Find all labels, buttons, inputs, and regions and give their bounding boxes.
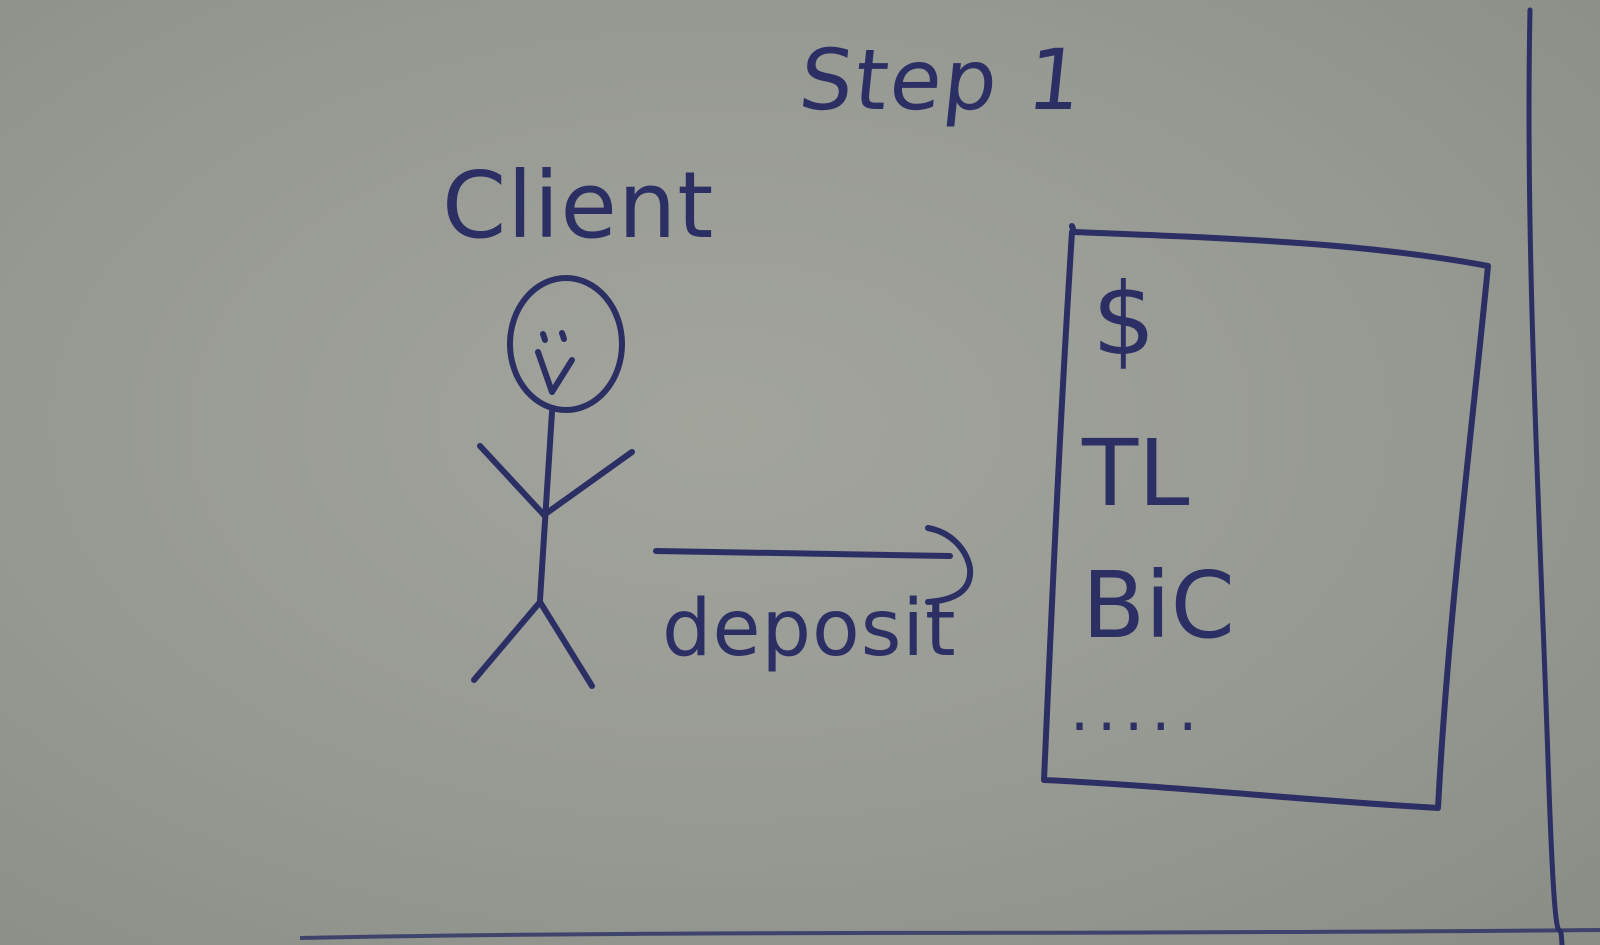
arrow-head <box>925 525 974 605</box>
account-box-outline <box>1041 223 1491 811</box>
figure-body <box>537 409 555 603</box>
margin-line <box>1526 7 1565 945</box>
bottom-edge-line <box>299 928 1600 940</box>
stick-figure-icon <box>471 275 635 689</box>
figure-smile <box>535 349 575 395</box>
figure-arm-left <box>477 443 547 518</box>
figure-leg-left <box>471 599 543 683</box>
asset-tl: TL <box>1082 420 1190 527</box>
figure-head <box>507 275 625 413</box>
figure-eye-left <box>540 331 548 343</box>
asset-usd: $ <box>1092 261 1156 378</box>
step-title: Step 1 <box>794 31 1089 129</box>
figure-arm-right <box>541 449 635 518</box>
figure-leg-right <box>537 599 595 689</box>
arrow-right-icon <box>653 525 974 605</box>
figure-eye-right <box>559 330 567 342</box>
action-label: deposit <box>662 584 957 674</box>
actor-label: Client <box>442 152 715 259</box>
asset-bic: BiC <box>1082 552 1235 659</box>
asset-more: ..... <box>1070 675 1206 745</box>
arrow-shaft <box>653 548 953 559</box>
